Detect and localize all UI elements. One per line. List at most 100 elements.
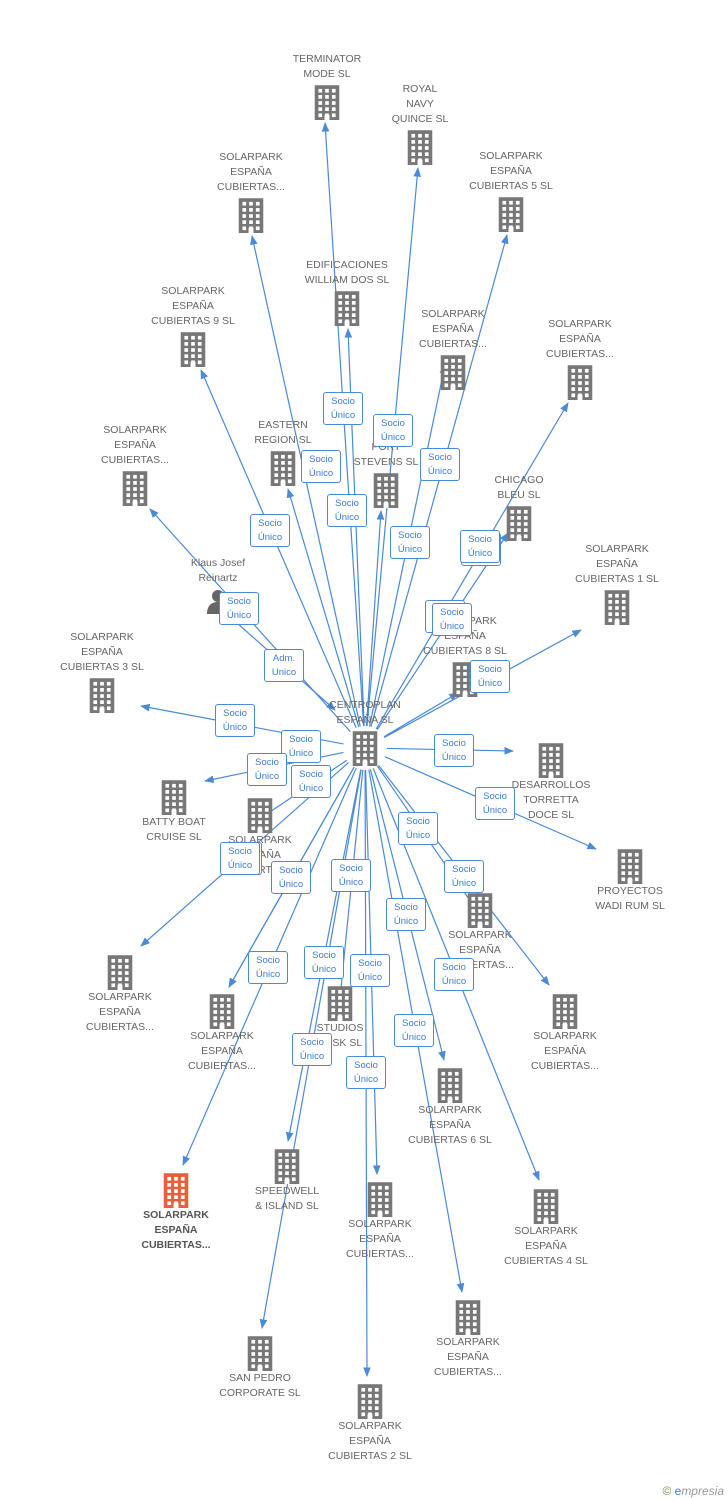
edge-line bbox=[365, 510, 385, 727]
building-icon bbox=[407, 129, 433, 166]
node-label: SOLARPARK ESPAÑA CUBIERTAS 9 SL bbox=[151, 284, 235, 327]
node-label: PROYECTOS WADI RUM SL bbox=[595, 885, 665, 913]
edge-label-badge[interactable]: Socio Único bbox=[373, 414, 413, 447]
company-node-sol-h[interactable]: SOLARPARK ESPAÑA CUBIERTAS... bbox=[167, 993, 277, 1075]
company-node-sol-c[interactable]: SOLARPARK ESPAÑA CUBIERTAS... bbox=[525, 317, 635, 401]
building-icon bbox=[437, 1067, 463, 1104]
company-node-terminator[interactable]: TERMINATOR MODE SL bbox=[272, 52, 382, 121]
edge-label-badge[interactable]: Socio Único bbox=[301, 450, 341, 483]
node-label: SOLARPARK ESPAÑA CUBIERTAS... bbox=[188, 1030, 256, 1073]
company-node-sol-hl[interactable]: SOLARPARK ESPAÑA CUBIERTAS... bbox=[121, 1172, 231, 1254]
edge-label-badge[interactable]: Socio Único bbox=[250, 514, 290, 547]
company-node-sanpedro[interactable]: SAN PEDRO CORPORATE SL bbox=[205, 1335, 315, 1402]
edge-label-badge[interactable]: Socio Único bbox=[394, 1014, 434, 1047]
company-node-sol1[interactable]: SOLARPARK ESPAÑA CUBIERTAS 1 SL bbox=[562, 542, 672, 626]
building-icon bbox=[270, 450, 296, 487]
company-node-proyectos[interactable]: PROYECTOS WADI RUM SL bbox=[575, 848, 685, 915]
node-label: EASTERN REGION SL bbox=[254, 418, 312, 446]
edge-label-badge[interactable]: Socio Único bbox=[304, 946, 344, 979]
company-node-sol5[interactable]: SOLARPARK ESPAÑA CUBIERTAS 5 SL bbox=[456, 149, 566, 233]
edge-label-badge[interactable]: Socio Único bbox=[220, 842, 260, 875]
company-node-sol3[interactable]: SOLARPARK ESPAÑA CUBIERTAS 3 SL bbox=[47, 630, 157, 714]
edge-label-badge[interactable]: Socio Único bbox=[350, 954, 390, 987]
company-node-sol-a[interactable]: SOLARPARK ESPAÑA CUBIERTAS... bbox=[196, 150, 306, 234]
building-icon bbox=[122, 470, 148, 507]
edge-label-badge[interactable]: Socio Único bbox=[327, 494, 367, 527]
edge-label-badge[interactable]: Socio Único bbox=[432, 603, 472, 636]
building-icon bbox=[180, 331, 206, 368]
node-label: SOLARPARK ESPAÑA CUBIERTAS... bbox=[419, 307, 487, 350]
company-node-sol9[interactable]: SOLARPARK ESPAÑA CUBIERTAS 9 SL bbox=[138, 284, 248, 368]
node-label: SOLARPARK ESPAÑA CUBIERTAS 6 SL bbox=[408, 1104, 492, 1147]
edge-label-badge[interactable]: Socio Único bbox=[470, 660, 510, 693]
building-icon bbox=[373, 472, 399, 509]
building-icon bbox=[552, 993, 578, 1030]
node-label: SOLARPARK ESPAÑA CUBIERTAS... bbox=[346, 1218, 414, 1261]
company-node-studios[interactable]: STUDIOS DESK SL bbox=[285, 985, 395, 1052]
node-label: TERMINATOR MODE SL bbox=[292, 52, 362, 80]
edge-label-badge[interactable]: Socio Único bbox=[346, 1056, 386, 1089]
edge-label-badge[interactable]: Socio Único bbox=[390, 526, 430, 559]
company-node-sol-k[interactable]: SOLARPARK ESPAÑA CUBIERTAS... bbox=[413, 1299, 523, 1381]
node-label: SOLARPARK ESPAÑA CUBIERTAS... bbox=[86, 991, 154, 1034]
edge-label-badge[interactable]: Socio Único bbox=[291, 765, 331, 798]
company-node-sol2[interactable]: SOLARPARK ESPAÑA CUBIERTAS 2 SL bbox=[315, 1383, 425, 1465]
company-node-royal[interactable]: ROYAL NAVY QUINCE SL bbox=[365, 82, 475, 166]
company-node-desarrollos[interactable]: DESARROLLOS TORRETTA DOCE SL bbox=[496, 742, 606, 824]
company-node-speedwell[interactable]: SPEEDWELL & ISLAND SL bbox=[232, 1148, 342, 1215]
building-icon bbox=[538, 742, 564, 779]
node-label: SOLARPARK ESPAÑA CUBIERTAS 5 SL bbox=[469, 149, 553, 192]
company-node-sol-b[interactable]: SOLARPARK ESPAÑA CUBIERTAS... bbox=[398, 307, 508, 391]
edge-label-badge[interactable]: Adm. Unico bbox=[264, 649, 304, 682]
edge-label-badge[interactable]: Socio Único bbox=[271, 861, 311, 894]
edge-label-badge[interactable]: Socio Único bbox=[434, 734, 474, 767]
brand-footer: © empresia bbox=[662, 1484, 724, 1498]
building-icon bbox=[352, 730, 378, 767]
edge-label-badge[interactable]: Socio Único bbox=[247, 753, 287, 786]
company-node-chicago[interactable]: CHICAGO BLEU SL bbox=[464, 473, 574, 542]
building-icon bbox=[506, 505, 532, 542]
building-icon bbox=[327, 985, 353, 1022]
edge-label-badge[interactable]: Socio Único bbox=[331, 859, 371, 892]
edge-line bbox=[375, 402, 569, 730]
edge-label-badge[interactable]: Socio Único bbox=[248, 951, 288, 984]
company-node-sol-f[interactable]: SOLARPARK ESPAÑA CUBIERTAS... bbox=[65, 954, 175, 1036]
building-icon bbox=[247, 797, 273, 834]
node-label: SAN PEDRO CORPORATE SL bbox=[219, 1372, 301, 1400]
building-icon bbox=[161, 779, 187, 816]
building-icon bbox=[617, 848, 643, 885]
company-node-sol-d[interactable]: SOLARPARK ESPAÑA CUBIERTAS... bbox=[80, 423, 190, 507]
company-node-sol-i[interactable]: SOLARPARK ESPAÑA CUBIERTAS... bbox=[510, 993, 620, 1075]
building-icon bbox=[357, 1383, 383, 1420]
edge-label-badge[interactable]: Socio Único bbox=[292, 1033, 332, 1066]
node-label: ROYAL NAVY QUINCE SL bbox=[391, 82, 449, 125]
node-label: SOLARPARK ESPAÑA CUBIERTAS... bbox=[101, 423, 169, 466]
company-node-eastern[interactable]: EASTERN REGION SL bbox=[228, 418, 338, 487]
edge-label-badge[interactable]: Socio Único bbox=[386, 898, 426, 931]
edge-label-badge[interactable]: Socio Único bbox=[475, 787, 515, 820]
edge-label-badge[interactable]: Socio Único bbox=[215, 704, 255, 737]
edge-label-badge[interactable]: Socio Único bbox=[420, 448, 460, 481]
building-icon bbox=[498, 196, 524, 233]
node-label: SOLARPARK ESPAÑA CUBIERTAS 4 SL bbox=[504, 1225, 588, 1268]
building-icon bbox=[163, 1172, 189, 1209]
edge-label-badge[interactable]: Socio Único bbox=[460, 530, 500, 563]
edge-label-badge[interactable]: Socio Único bbox=[281, 730, 321, 763]
building-icon bbox=[567, 364, 593, 401]
edge-label-badge[interactable]: Socio Único bbox=[219, 592, 259, 625]
company-node-centroplan[interactable]: CENTROPLAN ESPAÑA SL bbox=[310, 698, 420, 767]
node-label: SPEEDWELL & ISLAND SL bbox=[254, 1185, 320, 1213]
edge-label-badge[interactable]: Socio Único bbox=[398, 812, 438, 845]
building-icon bbox=[604, 589, 630, 626]
company-node-sol4[interactable]: SOLARPARK ESPAÑA CUBIERTAS 4 SL bbox=[491, 1188, 601, 1270]
node-label: CHICAGO BLEU SL bbox=[494, 473, 544, 501]
edge-label-badge[interactable]: Socio Único bbox=[444, 860, 484, 893]
company-node-sol6[interactable]: SOLARPARK ESPAÑA CUBIERTAS 6 SL bbox=[395, 1067, 505, 1149]
company-node-sol-j[interactable]: SOLARPARK ESPAÑA CUBIERTAS... bbox=[325, 1181, 435, 1263]
company-node-batty[interactable]: BATTY BOAT CRUISE SL bbox=[119, 779, 229, 846]
node-label: Klaus Josef Reinartz bbox=[190, 557, 246, 584]
company-node-edif[interactable]: EDIFICACIONES WILLIAM DOS SL bbox=[292, 258, 402, 327]
building-icon bbox=[334, 290, 360, 327]
edge-label-badge[interactable]: Socio Único bbox=[323, 392, 363, 425]
edge-label-badge[interactable]: Socio Único bbox=[434, 958, 474, 991]
